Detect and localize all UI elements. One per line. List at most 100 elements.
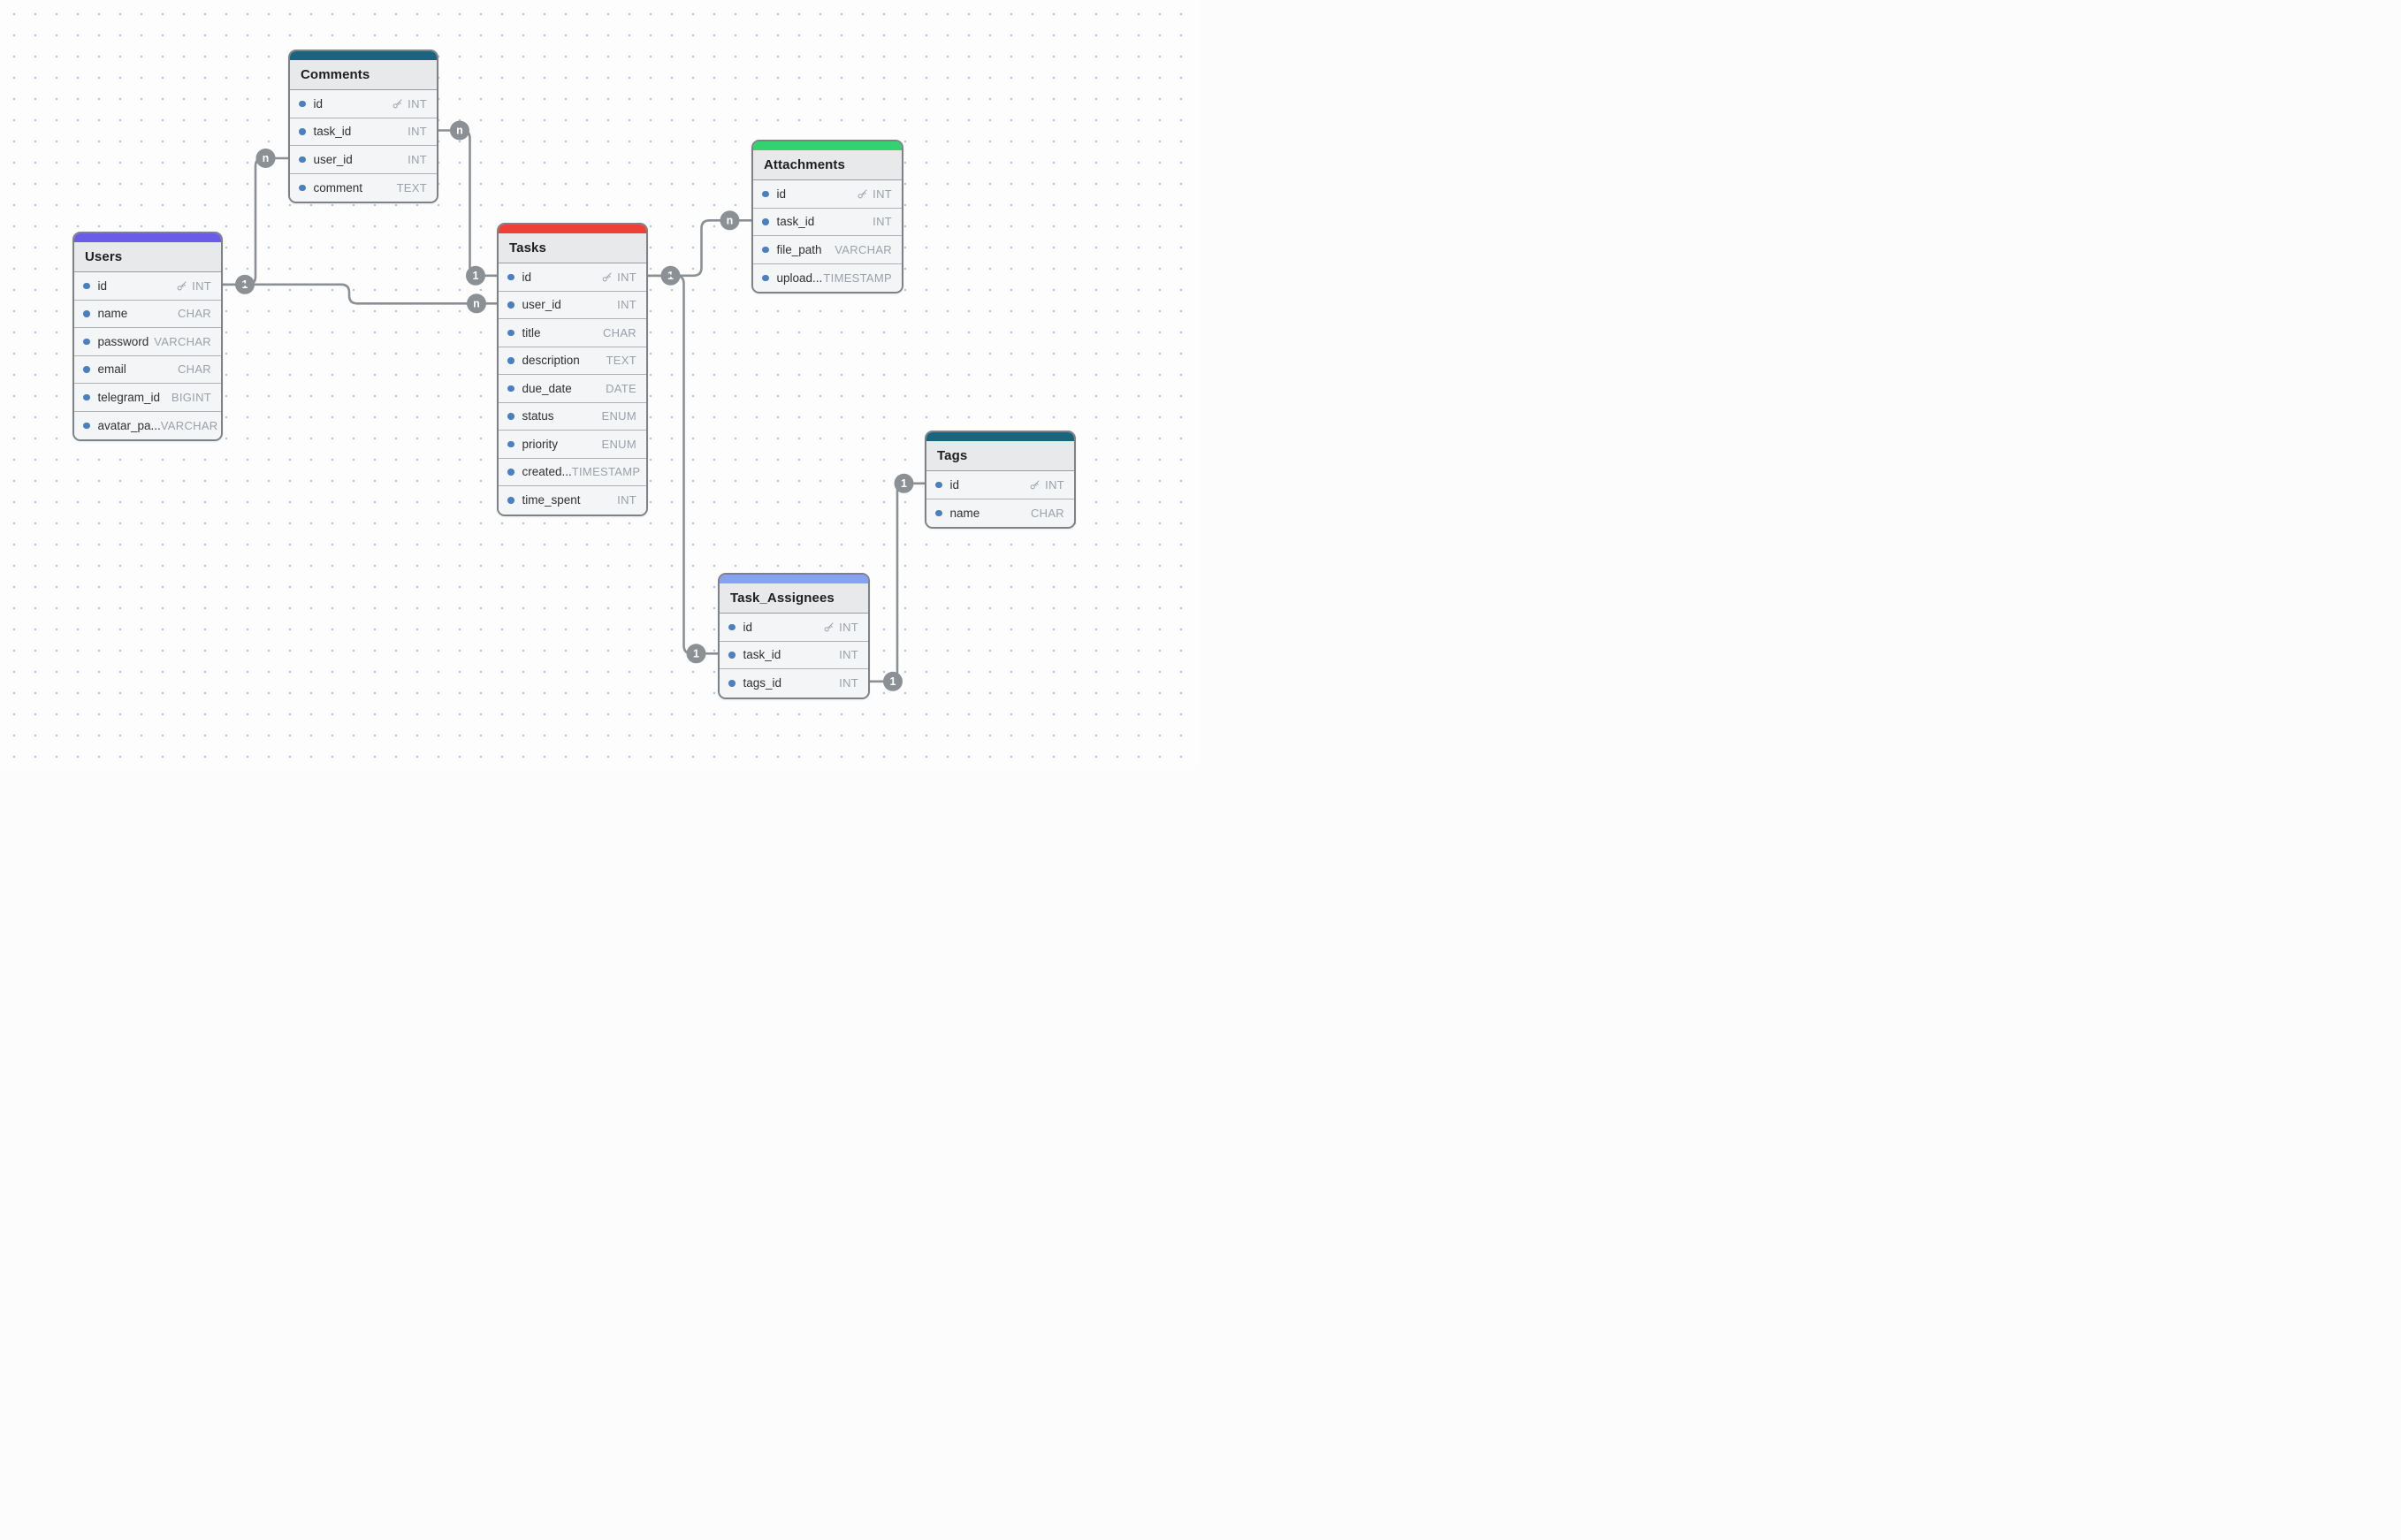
field-row[interactable]: id INT xyxy=(753,180,902,209)
field-dot-icon xyxy=(83,393,90,400)
table-card[interactable]: Comments id INT task_id INT user_id INT … xyxy=(288,50,438,203)
field-row[interactable]: task_id INT xyxy=(753,208,902,236)
field-type: VARCHAR xyxy=(154,334,211,348)
field-name: id xyxy=(522,270,532,284)
field-type-wrap: INT xyxy=(601,271,636,284)
table-header: Tasks xyxy=(499,233,646,263)
table-card[interactable]: Users id INT name CHAR password VARCHAR … xyxy=(72,232,223,441)
cardinality-badge-label: 1 xyxy=(473,270,479,282)
cardinality-badge: n xyxy=(255,149,276,168)
field-dot-icon xyxy=(507,385,514,392)
field-row[interactable]: name CHAR xyxy=(926,499,1074,527)
cardinality-badge: n xyxy=(467,294,486,314)
field-row[interactable]: avatar_pa... VARCHAR xyxy=(74,411,221,439)
table-card[interactable]: Tasks id INT user_id INT title CHAR desc… xyxy=(497,223,648,516)
field-type-wrap: TEXT xyxy=(606,354,636,367)
table-header: Tags xyxy=(926,441,1074,471)
relationship-line[interactable] xyxy=(646,219,753,278)
field-row[interactable]: id INT xyxy=(499,263,646,292)
field-dot-icon xyxy=(762,218,769,225)
field-name: file_path xyxy=(776,242,822,256)
field-row[interactable]: task_id INT xyxy=(720,641,868,669)
field-name: comment xyxy=(313,180,363,194)
field-row[interactable]: title CHAR xyxy=(499,319,646,347)
field-row[interactable]: created... TIMESTAMP xyxy=(499,458,646,486)
table-card[interactable]: Attachments id INT task_id INT file_path… xyxy=(751,140,903,294)
cardinality-badge-label: 1 xyxy=(901,477,907,490)
field-type-wrap: VARCHAR xyxy=(835,243,892,256)
field-row[interactable]: id INT xyxy=(926,471,1074,499)
field-dot-icon xyxy=(299,156,306,163)
field-row[interactable]: id INT xyxy=(74,272,221,301)
primary-key-icon xyxy=(1030,480,1040,490)
field-row[interactable]: tags_id INT xyxy=(720,669,868,698)
relationship-line[interactable] xyxy=(437,129,499,278)
cardinality-badge: 1 xyxy=(466,265,485,286)
field-type: INT xyxy=(839,620,858,634)
cardinality-badge: n xyxy=(720,210,740,231)
field-name: id xyxy=(776,187,787,201)
cardinality-badge: 1 xyxy=(883,671,903,691)
primary-key-icon xyxy=(177,281,187,291)
field-name: telegram_id xyxy=(97,390,161,404)
relationship-line[interactable] xyxy=(221,156,290,286)
field-type-wrap: BIGINT xyxy=(172,391,211,404)
field-row[interactable]: description TEXT xyxy=(499,347,646,375)
field-name: upload... xyxy=(776,271,823,285)
field-row[interactable]: user_id INT xyxy=(290,146,437,174)
table-fields: id INT task_id INT file_path VARCHAR upl… xyxy=(753,180,902,292)
field-type-wrap: INT xyxy=(839,648,858,661)
field-name: status xyxy=(522,409,554,423)
field-row[interactable]: upload... TIMESTAMP xyxy=(753,263,902,292)
field-row[interactable]: id INT xyxy=(720,614,868,642)
field-row[interactable]: password VARCHAR xyxy=(74,328,221,356)
field-row[interactable]: task_id INT xyxy=(290,118,437,146)
field-type: INT xyxy=(873,215,892,229)
field-row[interactable]: user_id INT xyxy=(499,291,646,319)
field-type-wrap: INT xyxy=(408,125,427,138)
field-name: created... xyxy=(522,465,572,479)
table-card[interactable]: Tags id INT name CHAR xyxy=(925,431,1076,529)
field-type: INT xyxy=(192,278,211,293)
field-dot-icon xyxy=(299,100,306,107)
table-card[interactable]: Task_Assignees id INT task_id INT tags_i… xyxy=(718,573,870,699)
field-row[interactable]: priority ENUM xyxy=(499,431,646,459)
relationship-line[interactable] xyxy=(221,283,499,305)
field-type: VARCHAR xyxy=(160,418,218,432)
field-row[interactable]: telegram_id BIGINT xyxy=(74,384,221,412)
field-type-wrap: VARCHAR xyxy=(161,419,218,432)
table-fields: id INT user_id INT title CHAR descriptio… xyxy=(499,263,646,515)
field-row[interactable]: time_spent INT xyxy=(499,486,646,515)
field-type-wrap: INT xyxy=(617,493,636,507)
field-type: INT xyxy=(839,676,858,690)
field-row[interactable]: due_date DATE xyxy=(499,375,646,403)
table-color-strip xyxy=(753,141,902,150)
field-row[interactable]: status ENUM xyxy=(499,402,646,431)
relationship-line[interactable] xyxy=(646,274,720,655)
field-row[interactable]: email CHAR xyxy=(74,355,221,384)
field-type-wrap: CHAR xyxy=(178,362,211,376)
primary-key-icon xyxy=(393,99,402,109)
table-color-strip xyxy=(720,575,868,583)
field-type-wrap: INT xyxy=(823,621,858,634)
field-type-wrap: TIMESTAMP xyxy=(823,271,892,285)
cardinality-badge-label: n xyxy=(473,297,480,309)
field-name: name xyxy=(97,307,128,321)
field-name: priority xyxy=(522,437,559,451)
field-row[interactable]: name CHAR xyxy=(74,300,221,328)
field-name: time_spent xyxy=(522,493,581,507)
field-name: id xyxy=(97,278,108,293)
field-row[interactable]: comment TEXT xyxy=(290,173,437,202)
field-row[interactable]: id INT xyxy=(290,90,437,118)
field-row[interactable]: file_path VARCHAR xyxy=(753,236,902,264)
cardinality-badge-circle xyxy=(255,149,276,168)
relationship-line[interactable] xyxy=(868,482,926,683)
table-fields: id INT name CHAR xyxy=(926,471,1074,527)
field-dot-icon xyxy=(83,422,90,429)
table-header: Users xyxy=(74,242,221,272)
field-name: due_date xyxy=(522,381,572,395)
cardinality-badge-circle xyxy=(686,644,706,664)
field-type-wrap: ENUM xyxy=(602,438,636,451)
field-dot-icon xyxy=(299,128,306,135)
